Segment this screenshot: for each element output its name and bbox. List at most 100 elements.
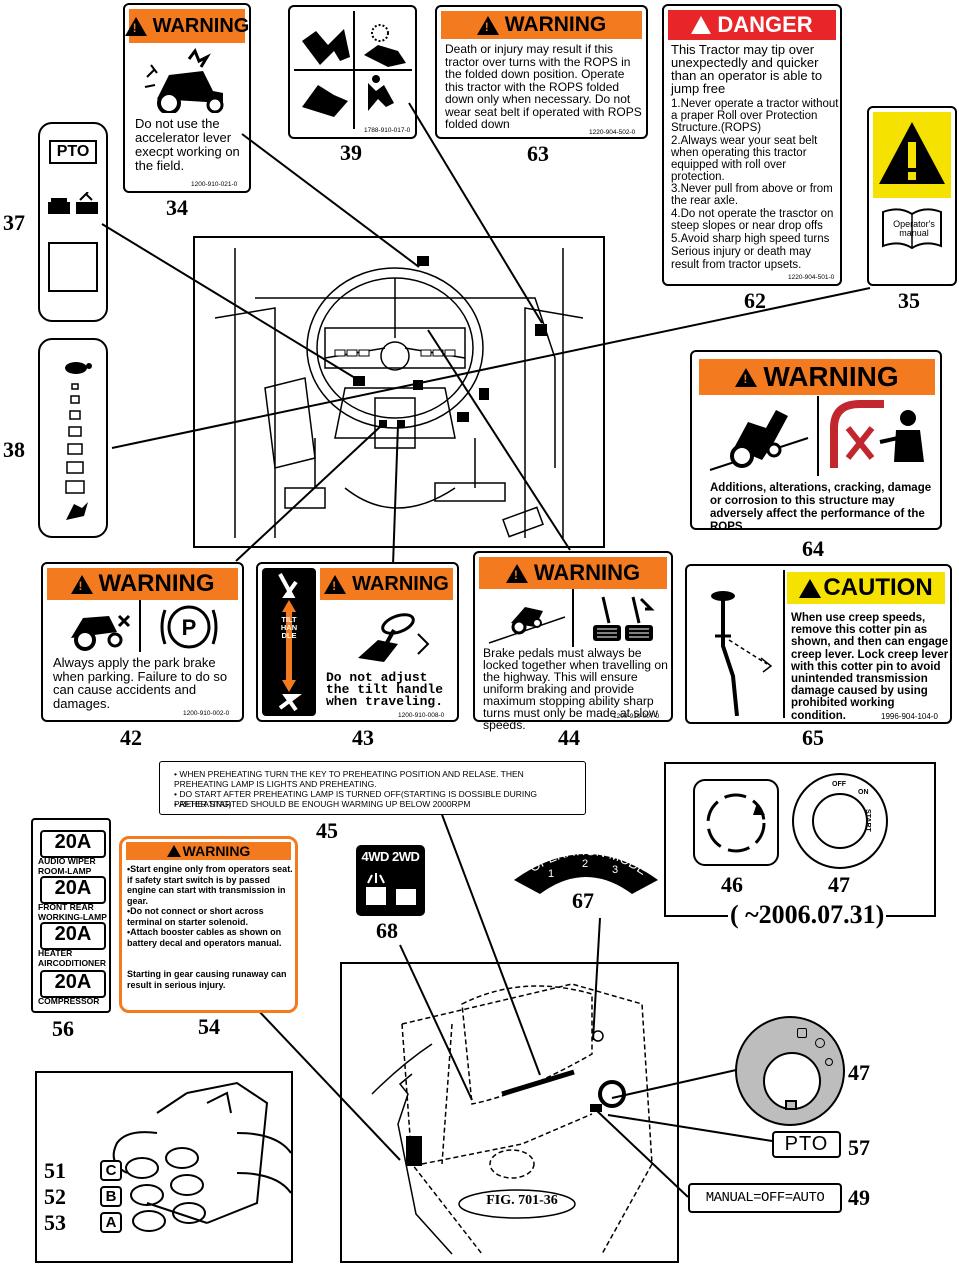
decal-42: WARNING P Always apply the park brake wh… xyxy=(41,562,244,722)
decal-43-side-text: TILT HANDLE xyxy=(280,615,298,640)
decal-34-text: Do not use the accelerator lever execpt … xyxy=(135,116,240,173)
callout-34: 34 xyxy=(166,195,188,220)
tractor-crash-pictogram xyxy=(144,47,224,113)
creep-lever-pictogram xyxy=(711,591,773,716)
ignition-off-label: OFF xyxy=(832,781,846,788)
drive-mode-icon xyxy=(366,873,416,905)
fuse-2: 20A xyxy=(40,876,106,904)
ignition-on-label: ON xyxy=(858,789,869,796)
decal-45-line-2: • DO START AFTER PREHEATING LAMP IS TURN… xyxy=(174,789,538,809)
warning-triangle-icon xyxy=(70,574,93,594)
loader-hazard-pictogram xyxy=(302,24,406,117)
svg-text:P: P xyxy=(182,615,197,640)
decal-43: TILT HANDLE WARNING Do not adjust the ti… xyxy=(256,562,459,722)
mode-mark-1: 1 xyxy=(548,868,555,880)
fuse-2-caption: FRONT REAR WORKING-LAMP xyxy=(38,902,107,922)
decal-62-item-5: 5.Avoid sharp high speed turns xyxy=(671,233,830,245)
decal-34-code: 1200-910-021-0 xyxy=(191,181,238,188)
warning-triangle-icon xyxy=(166,845,181,857)
decal-54-outro: Starting in gear causing runaway can res… xyxy=(127,969,287,990)
decal-62-header: DANGER xyxy=(668,10,836,40)
decal-34: WARNING Do not use the accelerator lever… xyxy=(123,3,251,193)
decal-39-code: 1788-910-017-0 xyxy=(364,127,411,134)
danger-triangle-icon xyxy=(691,16,712,34)
warning-triangle-icon xyxy=(476,15,499,35)
decal-54-item-1: •Start engine only from operators seat. … xyxy=(127,864,293,906)
decal-39-divider-h xyxy=(294,69,412,71)
decal-44-text: Brake pedals must always be locked toget… xyxy=(483,646,668,732)
decal-65-code: 1996-904-104-0 xyxy=(881,712,938,721)
alert-triangle-icon xyxy=(879,122,945,184)
cab-interior-illustration xyxy=(214,248,584,538)
callout-37: 37 xyxy=(3,210,25,235)
mode-mark-3: 3 xyxy=(612,864,619,876)
decal-65: CAUTION When use creep speeds, remove th… xyxy=(685,564,952,724)
decal-64: WARNING Additions, alterations, cracking… xyxy=(690,350,942,533)
decal-62-item-2: 2.Always wear your seat belt when operat… xyxy=(671,135,818,183)
decal-63: WARNING Death or injury may result if th… xyxy=(435,5,648,139)
preheat-switch-icon xyxy=(706,793,766,853)
decal-35: Operator's manual xyxy=(867,106,957,286)
decal-62-item-4: 4.Do not operate the trasctor on steep s… xyxy=(671,208,834,232)
fuse-1-caption: AUDIO WIPER ROOM-LAMP xyxy=(38,856,96,876)
decal-37: PTO xyxy=(38,122,108,322)
brake-pedals-pictogram xyxy=(593,596,655,641)
warning-triangle-icon xyxy=(735,367,758,387)
tractor-turn-pictogram xyxy=(488,607,566,644)
decal-62-code: 1220-904-501-0 xyxy=(788,274,835,281)
decal-35-yellow xyxy=(873,112,951,198)
callout-46: 46 xyxy=(721,872,743,897)
valve-drawing xyxy=(35,1071,293,1263)
callout-57: 57 xyxy=(848,1135,870,1160)
decal-63-code: 1220-904-502-0 xyxy=(589,129,636,136)
decal-35-text: Operator's manual xyxy=(893,219,935,238)
ignition-start-label: START xyxy=(864,809,871,832)
tilt-handle-icon xyxy=(278,573,302,712)
decal-67: OPERATION MODE 1 2 3 xyxy=(512,836,660,896)
decal-45: • WHEN PREHEATING TURN THE KEY TO PREHEA… xyxy=(159,761,586,815)
decal-47-ignition: OFF ON START xyxy=(792,773,888,869)
ignition-inner-circle xyxy=(812,793,868,849)
figure-number: FIG. 701-36 xyxy=(486,1193,558,1208)
callout-38: 38 xyxy=(3,437,25,462)
decal-56: 20A AUDIO WIPER ROOM-LAMP 20A FRONT REAR… xyxy=(31,818,111,1013)
pto-dial-symbol-1 xyxy=(797,1028,807,1038)
valve-callout-51: 51 xyxy=(44,1158,66,1183)
decal-45-line-3: • AFTER STARTED SHOULD BE ENOUGH WARMING… xyxy=(174,799,471,809)
fuse-4-caption: COMPRESSOR xyxy=(38,996,100,1006)
callout-54: 54 xyxy=(198,1014,220,1039)
date-range: ( ~2006.07.31) xyxy=(728,900,887,930)
tilt-steering-pictogram xyxy=(358,613,430,662)
decal-37-pto: PTO xyxy=(49,140,97,164)
fuse-3: 20A xyxy=(40,922,106,950)
decal-43-text: Do not adjust the tilt handle when trave… xyxy=(326,670,444,709)
operation-mode-arc: OPERATION MODE xyxy=(514,843,658,894)
decal-45-line-1: • WHEN PREHEATING TURN THE KEY TO PREHEA… xyxy=(174,769,524,789)
callout-35: 35 xyxy=(898,288,920,313)
decal-65-text: When use creep speeds, remove this cotte… xyxy=(791,612,949,722)
decal-62-item-1: 1.Never operate a tractor without a prap… xyxy=(671,98,839,134)
decal-57: PTO xyxy=(772,1131,841,1158)
callout-65: 65 xyxy=(802,725,824,750)
pto-dial-lamp xyxy=(825,1058,833,1066)
callout-44: 44 xyxy=(558,725,580,750)
remote-valve-illustration xyxy=(112,1081,292,1232)
mode-mark-2: 2 xyxy=(582,858,589,870)
decal-46 xyxy=(693,779,779,866)
decal-39: 1788-910-017-0 xyxy=(288,5,417,139)
callout-64: 64 xyxy=(802,536,824,561)
decal-68-text: 4WD 2WD xyxy=(361,849,420,864)
valve-letter-b: B xyxy=(100,1186,122,1207)
decal-62-outro: Serious injury or death may result from … xyxy=(671,246,811,271)
park-brake-icon: P xyxy=(160,605,218,649)
decal-49: MANUAL=OFF=AUTO xyxy=(688,1183,842,1213)
valve-callout-53: 53 xyxy=(44,1210,66,1235)
callout-62: 62 xyxy=(744,288,766,313)
warning-triangle-icon xyxy=(324,574,347,594)
decal-54-header: WARNING xyxy=(126,842,291,860)
decal-44: WARNING Brake pedals must always be lock… xyxy=(473,551,673,731)
decal-34-header: WARNING xyxy=(124,9,249,43)
dashboard-drawing: FIG. 701-36 xyxy=(340,962,679,1263)
decal-54: WARNING •Start engine only from operator… xyxy=(119,836,298,1013)
decal-64-divider xyxy=(817,396,819,476)
